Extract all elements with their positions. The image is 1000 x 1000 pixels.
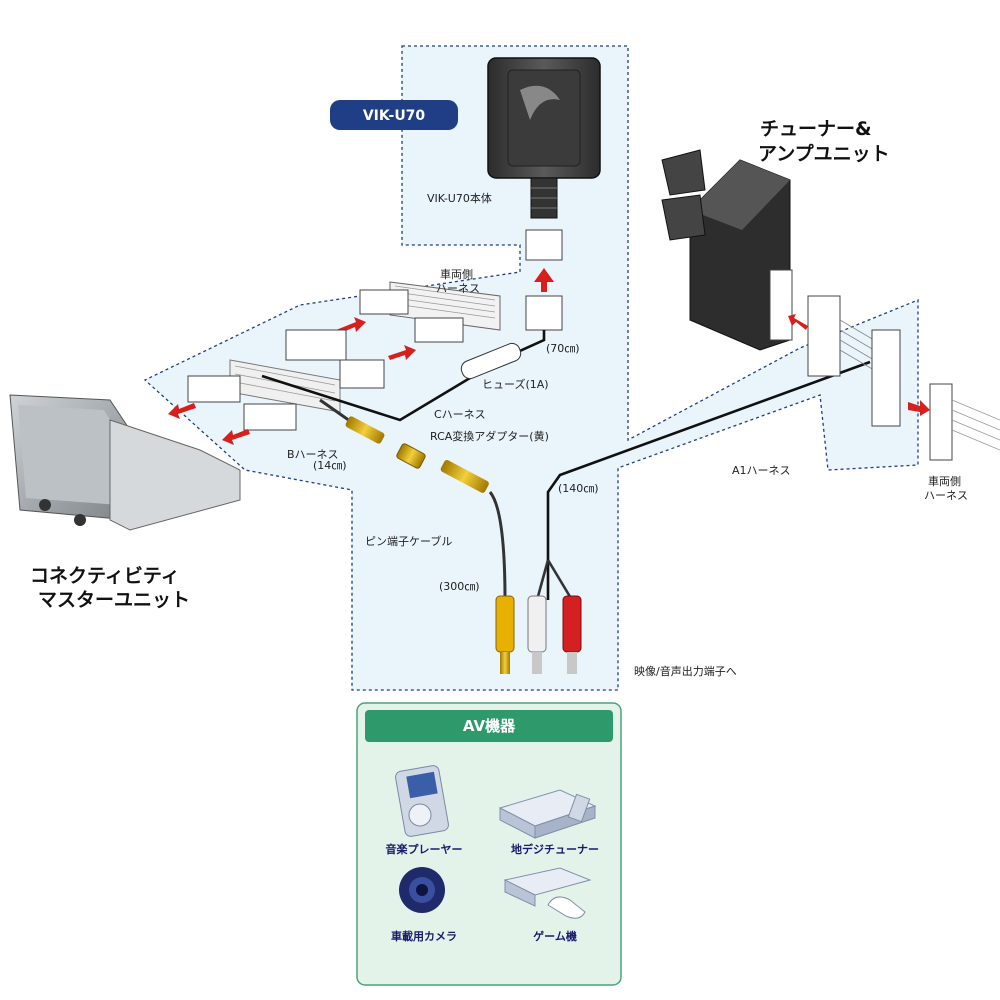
- pin-cable-label: ピン端子ケーブル: [365, 534, 452, 548]
- vehicle-harness-right-label-1: 車両側: [928, 474, 961, 488]
- arrow-right-icon: [908, 400, 930, 416]
- a1-harness-label: A1ハーネス: [732, 464, 791, 477]
- length-70-label: (70㎝): [546, 342, 580, 355]
- vik-u70-main-unit: [487, 57, 601, 261]
- camera-icon: [399, 867, 445, 913]
- rca-plug-red: [562, 595, 582, 674]
- vehicle-harness-top: [359, 281, 501, 343]
- c-harness-label: Cハーネス: [434, 408, 486, 421]
- av-output-label: 映像/音声出力端子へ: [634, 664, 737, 678]
- vehicle-harness-right-label-2: ハーネス: [924, 489, 968, 502]
- connectivity-title-1: コネクティビティ: [30, 565, 180, 587]
- fuse-label: ヒューズ(1A): [482, 377, 549, 391]
- tuner-amp-title-2: アンプユニット: [758, 142, 890, 165]
- arrow-up-icon: [534, 268, 554, 292]
- rca-plug-white: [527, 595, 547, 674]
- b-harness-label: Bハーネス: [287, 448, 339, 461]
- model-badge-text: VIK-U70: [363, 108, 426, 124]
- arrow-right-icon: [388, 345, 416, 360]
- fuse-holder: [460, 342, 522, 380]
- vehicle-harness-top-label-1: 車両側: [440, 267, 473, 281]
- pin-cable-yellow-wire: [488, 491, 507, 601]
- length-300-label: (300㎝): [439, 580, 480, 593]
- tuner-amp-title-1: チューナー&: [760, 118, 872, 140]
- rca-plug-yellow: [495, 595, 515, 674]
- rca-plug: [345, 416, 385, 444]
- b-harness-bundle: [187, 329, 385, 431]
- connectivity-master-unit: [9, 394, 241, 531]
- right-connectors: [807, 295, 1000, 461]
- model-badge: VIK-U70: [330, 100, 458, 130]
- av-panel-title: AV機器: [463, 717, 516, 735]
- tv-tuner-icon: [498, 789, 597, 839]
- av-item-tv-tuner: 地デジチューナー: [511, 842, 599, 856]
- a1-harness-wire: [546, 360, 871, 600]
- tuner-amp-unit: [661, 149, 793, 351]
- rca-adapter: [396, 443, 426, 469]
- rca-adapter-label: RCA変換アダプター(黄): [430, 429, 549, 443]
- av-item-camera: 車載用カメラ: [391, 929, 457, 943]
- arrow-left-icon: [788, 314, 808, 330]
- av-item-game-console: ゲーム機: [533, 929, 577, 943]
- rca-jack: [440, 460, 489, 493]
- arrow-left-icon: [222, 429, 250, 445]
- arrow-left-icon: [168, 403, 196, 419]
- length-14-label: (14㎝): [313, 459, 347, 472]
- main-unit-label: VIK-U70本体: [427, 191, 492, 205]
- vehicle-harness-top-label-2: ハーネス: [436, 282, 480, 295]
- a1-harness-red: [546, 559, 574, 601]
- unit-connector: [525, 295, 563, 331]
- music-player-icon: [395, 765, 449, 837]
- game-console-icon: [503, 867, 592, 919]
- length-140-label: (140㎝): [558, 482, 599, 495]
- a1-harness-white: [535, 559, 550, 601]
- connectivity-title-2: マスターユニット: [38, 589, 190, 611]
- av-item-music-player: 音楽プレーヤー: [386, 842, 463, 856]
- kit-region: [143, 45, 919, 691]
